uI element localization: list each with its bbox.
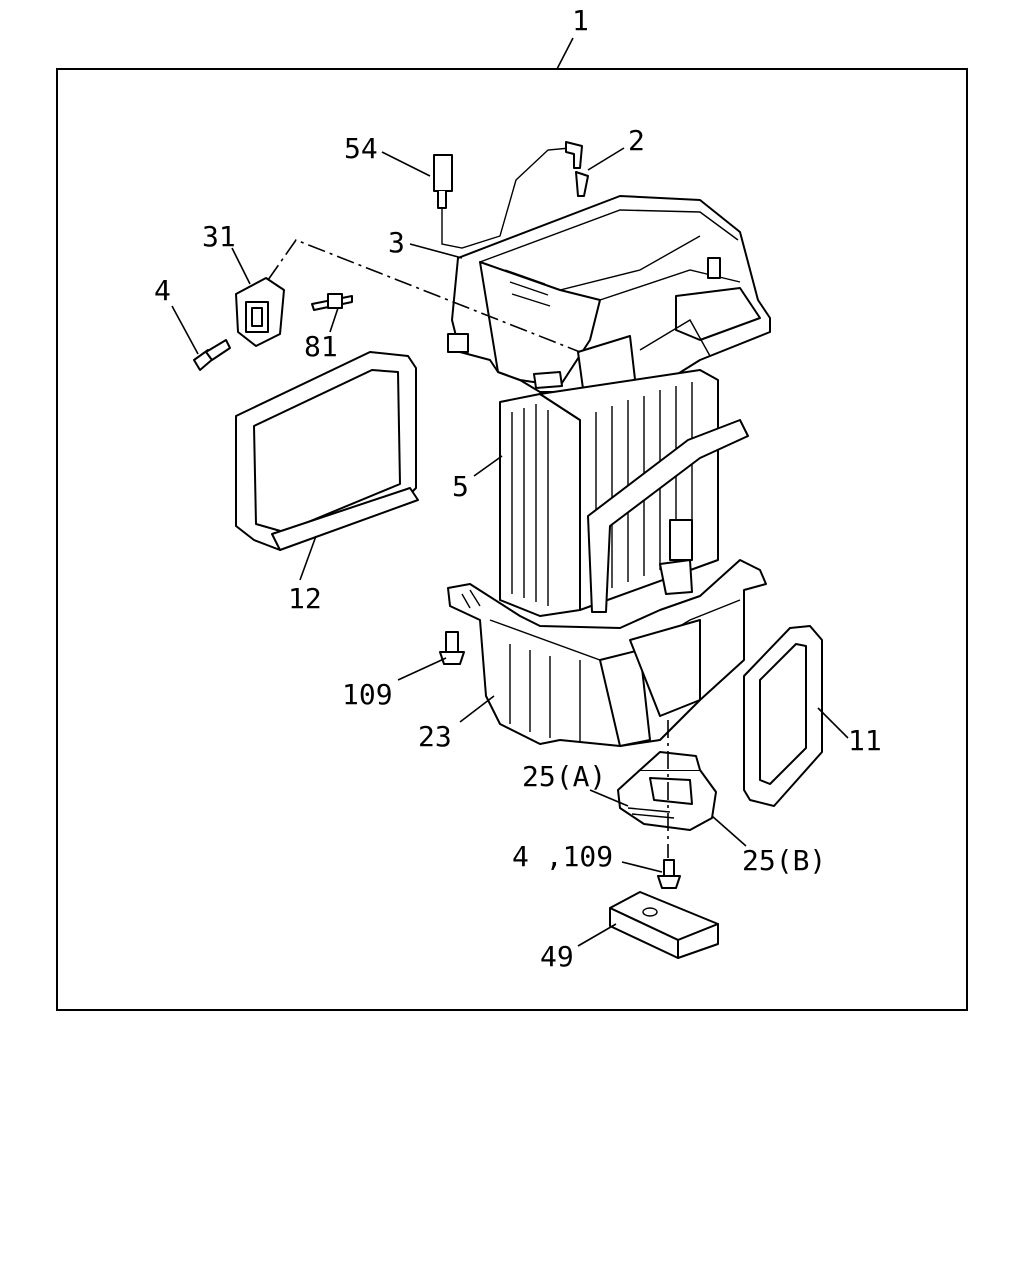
callout-12: 12 (288, 582, 322, 615)
upper-case (447, 195, 771, 415)
thermistor-sensor (433, 141, 589, 249)
insulator-pad (609, 891, 719, 959)
lower-case (447, 559, 767, 747)
leader-54 (381, 151, 431, 177)
callout-2: 2 (628, 124, 645, 157)
leader-5 (473, 455, 503, 477)
callout-4-109: 4 ,109 (512, 840, 613, 873)
evaporator-core (499, 369, 749, 617)
callout-49: 49 (540, 940, 574, 973)
assembly-line-resistor (267, 239, 581, 353)
callout-23: 23 (418, 720, 452, 753)
leader-23 (459, 695, 495, 723)
leader-109 (397, 657, 447, 681)
leader-11 (817, 707, 849, 739)
callout-1: 1 (572, 4, 589, 37)
leader-81 (329, 307, 339, 333)
seal-right (743, 625, 823, 807)
leader-25b (711, 815, 747, 847)
leader-49 (577, 923, 617, 947)
callout-3: 3 (388, 226, 405, 259)
resistor-screw (193, 339, 231, 371)
bottom-screw (657, 859, 681, 889)
callout-4: 4 (154, 274, 171, 307)
leader-31 (231, 247, 251, 285)
drain-hose (617, 751, 717, 831)
case-screw (439, 631, 465, 665)
leader-4-109 (621, 861, 663, 873)
callout-25a: 25(A) (522, 760, 606, 793)
leader-25a (589, 789, 629, 807)
leader-3 (409, 243, 463, 259)
seal-left (235, 351, 419, 551)
leader-4 (171, 305, 199, 355)
callout-5: 5 (452, 470, 469, 503)
blower-resistor (235, 277, 285, 347)
callout-11: 11 (848, 724, 882, 757)
leader-2 (587, 147, 625, 171)
callout-25b: 25(B) (742, 844, 826, 877)
callout-31: 31 (202, 220, 236, 253)
assembly-frame (56, 68, 968, 1011)
callout-81: 81 (304, 330, 338, 363)
leader-1 (556, 37, 574, 70)
callout-54: 54 (344, 132, 378, 165)
wire-clip (311, 293, 353, 311)
callout-109: 109 (342, 678, 393, 711)
leader-12 (299, 535, 317, 581)
